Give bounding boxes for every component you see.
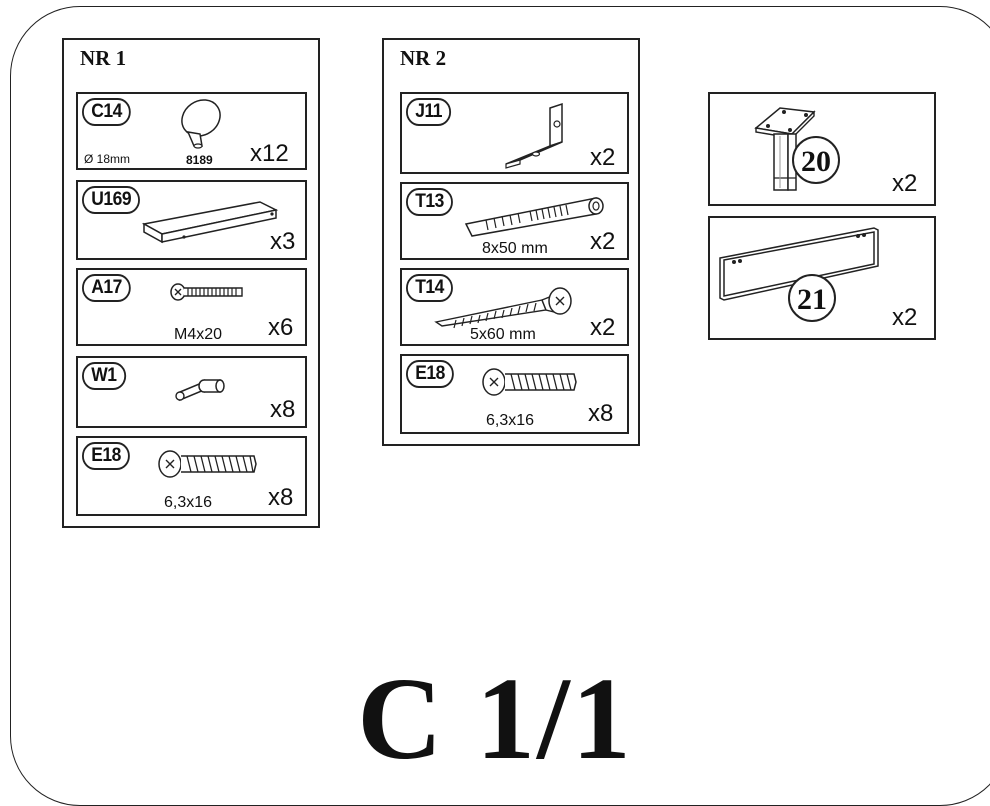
part-code: U169	[82, 186, 141, 214]
part-card-21: 21 x2	[708, 216, 936, 340]
hardware-group-nr2: NR 2 J11 x2 T13 8x50 mm x2	[382, 38, 640, 446]
part-quantity: x8	[588, 400, 614, 427]
part-size: 6,3x16	[486, 412, 535, 429]
wood-screw-icon	[434, 287, 572, 329]
part-card-20: 20 x2	[708, 92, 936, 206]
back-panel-icon	[719, 227, 879, 301]
part-code: T13	[406, 188, 454, 216]
part-quantity: x2	[892, 304, 918, 331]
part-number-bubble: 20	[792, 136, 840, 184]
shelf-support-pin-icon	[181, 99, 221, 149]
page-label: C 1/1	[357, 653, 633, 784]
part-code: E18	[406, 360, 455, 388]
part-quantity: x2	[892, 170, 918, 197]
part-card-a17: A17 M4x20 x6	[76, 268, 307, 346]
part-card-e18: E18 6,3x16 x8	[76, 436, 307, 516]
part-number-bubble: 21	[788, 274, 836, 322]
part-diameter: Ø 18mm	[84, 152, 131, 166]
angle-bracket-icon	[505, 102, 563, 169]
part-card-t14: T14 5x60 mm x2	[400, 268, 629, 346]
part-card-u169: U169 x3	[76, 180, 307, 260]
part-size: 8x50 mm	[482, 240, 548, 257]
part-card-e18: E18 6,3x16 x8	[400, 354, 629, 434]
group-title: NR 2	[400, 46, 447, 70]
part-quantity: x2	[590, 314, 616, 341]
part-quantity: x2	[590, 228, 616, 255]
part-code: A17	[82, 274, 132, 302]
shelf-panel-icon	[141, 201, 279, 244]
part-quantity: x12	[250, 140, 289, 167]
part-quantity: x8	[270, 396, 296, 423]
part-size: 5x60 mm	[470, 326, 536, 343]
machine-screw-icon	[170, 283, 243, 301]
part-quantity: x2	[590, 144, 616, 171]
part-number: 8189	[186, 153, 213, 167]
part-size: M4x20	[174, 326, 223, 343]
part-code: E18	[82, 442, 131, 470]
part-quantity: x6	[268, 314, 294, 341]
part-card-w1: W1 x8	[76, 356, 307, 428]
part-card-t13: T13 8x50 mm x2	[400, 182, 629, 260]
part-card-j11: J11 x2	[400, 92, 629, 174]
part-quantity: x8	[268, 484, 294, 511]
countersunk-screw-icon	[482, 368, 577, 396]
wall-plug-icon	[464, 197, 604, 237]
part-code: J11	[406, 98, 452, 126]
part-quantity: x3	[270, 228, 296, 255]
part-code: C14	[82, 98, 132, 126]
countersunk-screw-icon	[158, 450, 257, 478]
part-card-c14: C14 Ø 18mm 8189 x12	[76, 92, 307, 170]
part-code: T14	[406, 274, 454, 302]
hardware-group-nr1: NR 1 C14 Ø 18mm 8189 x12 U169 x3	[62, 38, 320, 528]
part-code: W1	[82, 362, 126, 390]
part-size: 6,3x16	[164, 494, 213, 511]
dowel-pin-icon	[175, 379, 225, 402]
group-title: NR 1	[80, 46, 127, 70]
